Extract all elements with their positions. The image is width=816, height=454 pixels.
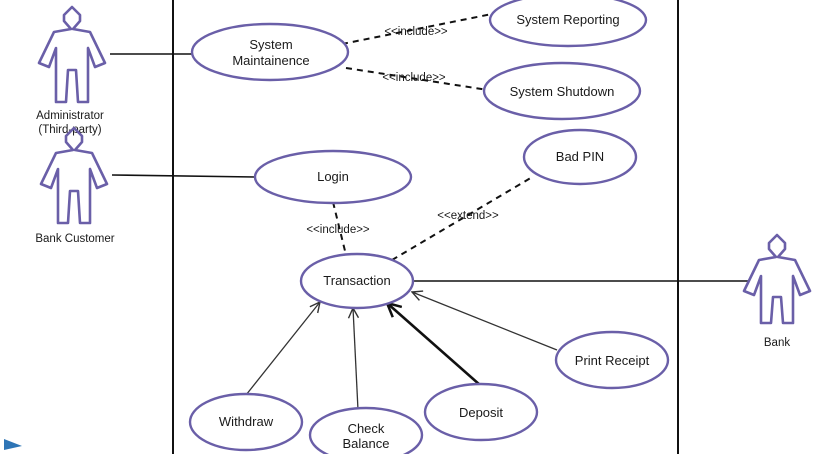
actor-label-bank-customer: Bank Customer [35,233,114,245]
include-line-login [332,201,347,256]
generalization-print-receipt [412,292,558,351]
use-case-check-balance[interactable]: Check Balance [308,406,424,454]
use-case-print-receipt[interactable]: Print Receipt [554,330,670,390]
use-case-bad-pin[interactable]: Bad PIN [522,128,638,186]
include-label-login: <<include>> [306,224,370,236]
use-case-label: System [249,37,292,52]
use-case-label: System Reporting [516,12,619,27]
use-case-login[interactable]: Login [253,149,413,205]
stick-figure-icon [742,233,812,325]
actor-label-bank: Bank [764,337,790,349]
include-label-shutdown: <<include>> [382,72,446,84]
use-case-label: Deposit [459,405,503,420]
generalization-check-balance [353,308,358,411]
use-case-system-shutdown[interactable]: System Shutdown [482,61,642,121]
use-case-label: Withdraw [219,414,274,429]
actor-label-administrator-role: (Third-party) [38,124,101,136]
actor-bank[interactable]: Bank [742,233,812,349]
use-case-system-maintainence[interactable]: System Maintainence [190,22,350,82]
actor-label-administrator: Administrator [36,110,104,122]
play-triangle-icon [4,439,22,450]
stick-figure-icon [39,126,109,225]
actor-administrator[interactable]: Administrator (Third-party) [36,5,107,136]
use-case-label: Login [317,169,349,184]
use-case-label: Transaction [323,273,390,288]
generalization-withdraw [245,302,320,396]
stick-figure-icon [37,5,107,104]
use-case-label: System Shutdown [510,84,615,99]
use-case-withdraw[interactable]: Withdraw [188,392,304,452]
extend-line-bad-pin [391,175,535,261]
include-label-reporting: <<include>> [384,26,448,38]
use-case-label: Bad PIN [556,149,604,164]
use-case-deposit[interactable]: Deposit [423,382,539,442]
actor-bank-customer[interactable]: Bank Customer [35,126,115,245]
use-case-label: Check [348,421,385,436]
use-case-transaction[interactable]: Transaction [299,252,415,310]
use-case-label: Balance [343,436,390,451]
include-line-reporting [341,13,493,45]
include-line-shutdown [345,67,489,91]
use-case-label: Print Receipt [575,353,650,368]
extend-label-bad-pin: <<extend>> [437,210,499,222]
use-case-label: Maintainence [232,53,309,68]
association-customer-login [111,174,256,178]
generalization-deposit [387,303,481,386]
use-case-system-reporting[interactable]: System Reporting [488,0,648,48]
